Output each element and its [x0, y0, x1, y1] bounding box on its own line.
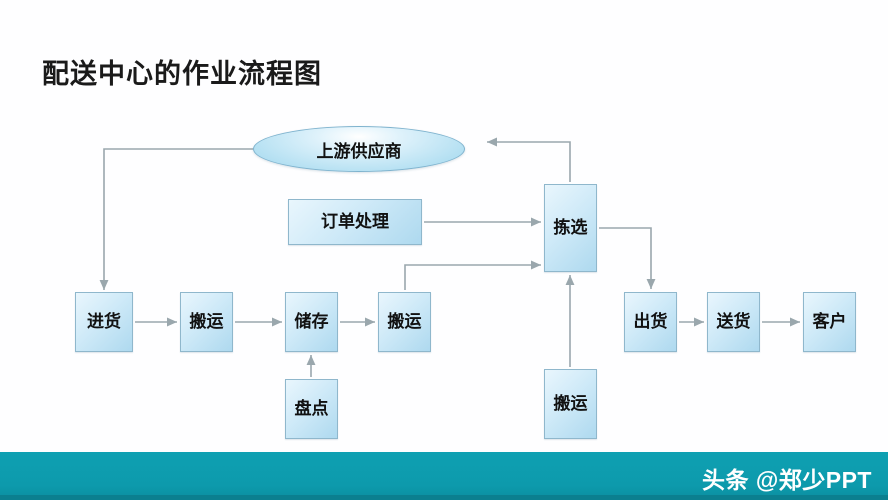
node-supplier-label: 上游供应商: [316, 141, 402, 161]
node-move-1-label: 搬运: [189, 312, 224, 332]
node-move-1[interactable]: 搬运: [180, 292, 233, 352]
edge-pick-to-supplier: [487, 137, 571, 182]
watermark-label: 头条 @郑少PPT: [701, 467, 872, 493]
node-picking[interactable]: 拣选: [544, 184, 597, 272]
node-move-3[interactable]: 搬运: [544, 369, 597, 439]
node-delivery-label: 送货: [716, 312, 751, 332]
edge-move2-to-pick: [404, 260, 541, 290]
node-supplier[interactable]: 上游供应商: [253, 126, 465, 172]
node-delivery[interactable]: 送货: [707, 292, 760, 352]
edge-supplier-to-inbound: [99, 148, 253, 290]
page-title: 配送中心的作业流程图: [42, 59, 322, 89]
node-move-2[interactable]: 搬运: [378, 292, 431, 352]
node-customer-label: 客户: [812, 312, 847, 332]
node-outbound-label: 出货: [633, 312, 668, 332]
node-inventory-count[interactable]: 盘点: [285, 379, 338, 439]
flowchart-edges: [99, 137, 800, 377]
node-move-2-label: 搬运: [387, 312, 422, 332]
node-inbound[interactable]: 进货: [75, 292, 133, 352]
node-order-processing-label: 订单处理: [321, 212, 389, 232]
node-order-processing[interactable]: 订单处理: [288, 199, 422, 245]
node-picking-label: 拣选: [553, 218, 588, 238]
node-inventory-count-label: 盘点: [294, 399, 329, 419]
edge-pick-to-outbound: [599, 227, 656, 289]
node-move-3-label: 搬运: [553, 394, 588, 414]
node-storage[interactable]: 储存: [285, 292, 338, 352]
flowchart-diagram: 上游供应商 订单处理 进货 搬运 储存 搬运 盘点 拣选 搬运 出货: [75, 126, 856, 439]
node-storage-label: 储存: [294, 312, 329, 332]
node-inbound-label: 进货: [87, 312, 121, 332]
node-outbound[interactable]: 出货: [624, 292, 677, 352]
node-customer[interactable]: 客户: [803, 292, 856, 352]
footer-bar: 头条 @郑少PPT: [0, 452, 888, 500]
